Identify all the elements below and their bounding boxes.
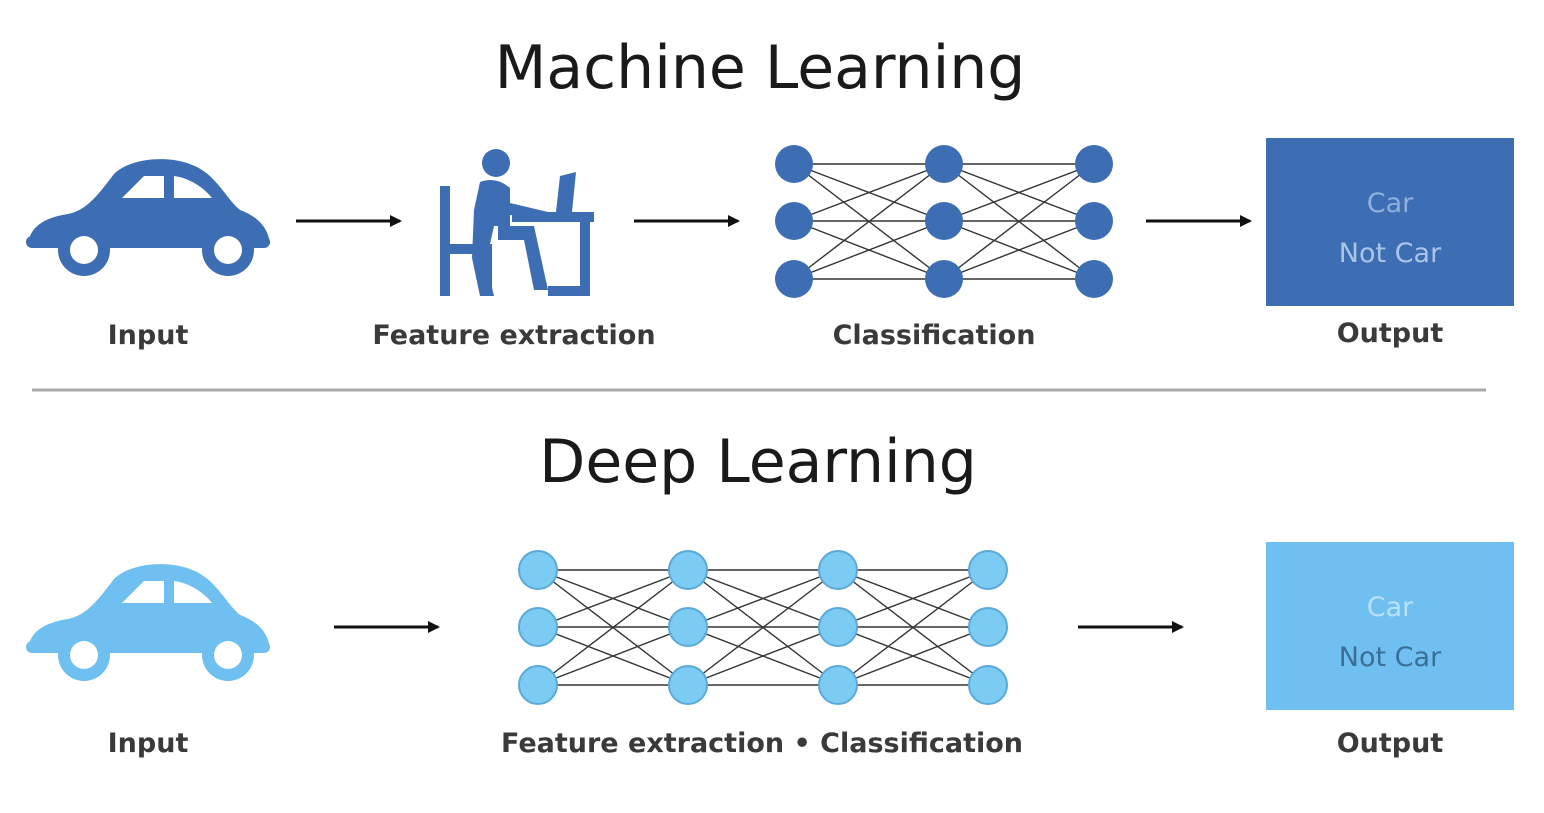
ml-network-connection xyxy=(943,163,1095,222)
dl-network-connection xyxy=(537,569,689,686)
ml-neural-network xyxy=(775,145,1113,298)
dl-network-connection xyxy=(537,626,689,686)
ml-network-node xyxy=(775,260,813,298)
person-at-computer-icon xyxy=(440,149,594,296)
dl-input-label: Input xyxy=(108,728,189,759)
ml-network-connection xyxy=(793,163,945,222)
ml-network-node xyxy=(1075,145,1113,183)
dl-network-node xyxy=(968,550,1008,590)
dl-network-connection xyxy=(837,626,989,686)
dl-network-node xyxy=(818,665,858,705)
dl-network-node xyxy=(668,665,708,705)
ml-network-connections xyxy=(793,163,1095,280)
dl-network-connection xyxy=(837,569,989,686)
ml-network-connection xyxy=(793,220,945,280)
dl-output-label: Output xyxy=(1337,728,1444,759)
ml-input-label: Input xyxy=(108,320,189,351)
dl-network-connection xyxy=(537,569,689,628)
ml-network-node xyxy=(775,145,813,183)
ml-output-not-car: Not Car xyxy=(1339,238,1442,269)
ml-network-node xyxy=(925,202,963,240)
dl-network-node xyxy=(518,550,558,590)
dl-network-node xyxy=(518,607,558,647)
dl-network-node xyxy=(818,550,858,590)
ml-output-label: Output xyxy=(1337,318,1444,349)
dl-network-node xyxy=(968,607,1008,647)
ml-classification-label: Classification xyxy=(833,320,1036,351)
dl-output-not-car: Not Car xyxy=(1339,642,1442,673)
dl-network-node xyxy=(668,550,708,590)
ml-network-node xyxy=(1075,260,1113,298)
ml-network-connection xyxy=(793,163,945,280)
dl-network-node xyxy=(968,665,1008,705)
ml-title: Machine Learning xyxy=(495,33,1026,103)
ml-network-node xyxy=(925,260,963,298)
ml-network-connection xyxy=(943,220,1095,280)
dl-network-connections xyxy=(537,569,989,686)
dl-network-connection xyxy=(687,626,839,686)
dl-output-box xyxy=(1266,542,1514,710)
dl-network-connection xyxy=(687,569,839,628)
ml-output-box xyxy=(1266,138,1514,306)
ml-feature-label: Feature extraction xyxy=(372,320,655,351)
ml-network-node xyxy=(1075,202,1113,240)
dl-title: Deep Learning xyxy=(539,427,977,497)
car-icon xyxy=(26,564,270,681)
ml-network-node xyxy=(925,145,963,183)
dl-feature-classification-label: Feature extraction • Classification xyxy=(501,728,1023,759)
ml-network-connection xyxy=(943,163,1095,280)
dl-network-connection xyxy=(837,569,989,628)
dl-network-node xyxy=(518,665,558,705)
dl-network-node xyxy=(668,607,708,647)
ml-network-node xyxy=(775,202,813,240)
dl-neural-network xyxy=(518,550,1008,705)
dl-network-node xyxy=(818,607,858,647)
dl-output-car: Car xyxy=(1367,592,1414,623)
ml-output-car: Car xyxy=(1367,188,1414,219)
car-icon xyxy=(26,159,270,276)
dl-network-connection xyxy=(687,569,839,686)
